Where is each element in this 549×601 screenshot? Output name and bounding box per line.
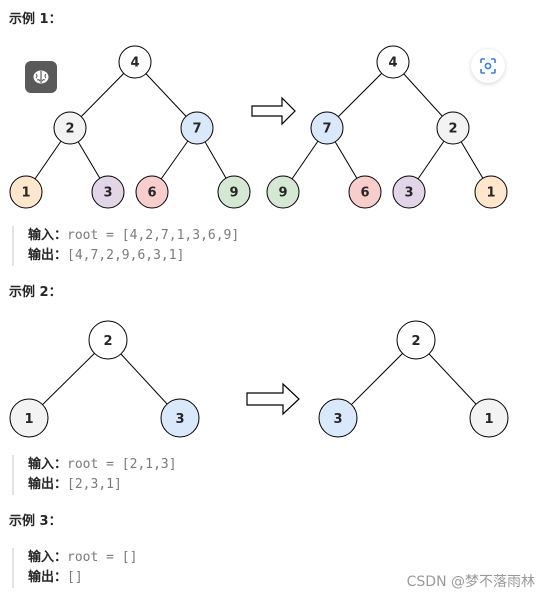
example-2-code: 输入：root = [2,1,3] 输出：[2,3,1] xyxy=(12,455,177,495)
scan-button[interactable] xyxy=(471,49,505,83)
tree-node: 2 xyxy=(88,320,128,360)
tree-node: 9 xyxy=(266,175,300,209)
input-value: root = [2,1,3] xyxy=(67,457,177,472)
tree-node: 3 xyxy=(392,175,426,209)
svg-text:2: 2 xyxy=(103,334,112,349)
svg-text:2: 2 xyxy=(448,122,457,137)
tree-node: 3 xyxy=(91,175,125,209)
tree-node: 1 xyxy=(469,398,509,438)
tree-node: 6 xyxy=(348,175,382,209)
arrow-right-icon xyxy=(251,96,296,126)
brain-button[interactable] xyxy=(25,61,57,93)
tree-node: 7 xyxy=(180,111,214,145)
tree-node: 6 xyxy=(135,175,169,209)
svg-text:3: 3 xyxy=(333,412,342,427)
svg-text:3: 3 xyxy=(103,186,112,201)
svg-text:4: 4 xyxy=(388,56,397,71)
example-1-after-nodes: 4 7 2 9 6 3 1 xyxy=(266,45,508,209)
svg-text:7: 7 xyxy=(322,122,331,137)
tree-node: 3 xyxy=(318,398,358,438)
svg-text:2: 2 xyxy=(65,122,74,137)
tree-node: 7 xyxy=(310,111,344,145)
tree-node: 3 xyxy=(160,398,200,438)
arrow-right-icon xyxy=(246,382,300,416)
input-label: 输入： xyxy=(28,457,68,472)
output-label: 输出： xyxy=(28,477,68,492)
input-line: 输入：root = [2,1,3] xyxy=(28,455,177,475)
svg-text:1: 1 xyxy=(486,186,495,201)
svg-text:7: 7 xyxy=(192,122,201,137)
tree-node: 1 xyxy=(9,175,43,209)
brain-icon xyxy=(33,70,49,84)
scan-icon xyxy=(480,58,496,74)
svg-text:3: 3 xyxy=(175,412,184,427)
output-line: 输出：[] xyxy=(28,568,137,588)
output-value: [4,7,2,9,6,3,1] xyxy=(67,248,185,263)
output-line: 输出：[2,3,1] xyxy=(28,475,177,495)
example-1-diagram: 4 2 7 1 3 6 9 4 7 2 9 6 3 1 xyxy=(9,45,508,209)
example-3-heading: 示例 3： xyxy=(9,514,62,529)
input-line: 输入：root = [] xyxy=(28,548,137,568)
svg-text:9: 9 xyxy=(229,186,238,201)
example-3-code: 输入：root = [] 输出：[] xyxy=(12,548,137,588)
svg-text:4: 4 xyxy=(130,56,139,71)
watermark: CSDN @梦不落雨林 xyxy=(406,574,535,590)
svg-text:6: 6 xyxy=(360,186,369,201)
output-label: 输出： xyxy=(28,570,68,585)
example-1-before-nodes: 4 2 7 1 3 6 9 xyxy=(9,45,251,209)
example-2-before-nodes: 2 1 3 xyxy=(9,320,200,438)
output-line: 输出：[4,7,2,9,6,3,1] xyxy=(28,246,239,266)
tree-node: 2 xyxy=(436,111,470,145)
example-2-after-nodes: 2 3 1 xyxy=(318,320,509,438)
tree-node: 1 xyxy=(9,398,49,438)
tree-node: 9 xyxy=(217,175,251,209)
svg-text:9: 9 xyxy=(278,186,287,201)
example-2-heading: 示例 2： xyxy=(9,285,62,300)
svg-text:6: 6 xyxy=(147,186,156,201)
svg-text:1: 1 xyxy=(24,412,33,427)
input-value: root = [4,2,7,1,3,6,9] xyxy=(67,228,240,243)
output-label: 输出： xyxy=(28,248,68,263)
output-value: [2,3,1] xyxy=(67,477,122,492)
svg-text:1: 1 xyxy=(484,412,493,427)
input-line: 输入：root = [4,2,7,1,3,6,9] xyxy=(28,226,239,246)
example-1-code: 输入：root = [4,2,7,1,3,6,9] 输出：[4,7,2,9,6,… xyxy=(12,226,239,266)
svg-text:1: 1 xyxy=(21,186,30,201)
svg-text:2: 2 xyxy=(411,334,420,349)
tree-node: 2 xyxy=(396,320,436,360)
svg-text:3: 3 xyxy=(404,186,413,201)
tree-node: 4 xyxy=(118,45,152,79)
input-label: 输入： xyxy=(28,228,68,243)
example-1-heading: 示例 1： xyxy=(9,12,62,27)
tree-node: 1 xyxy=(474,175,508,209)
tree-node: 2 xyxy=(53,111,87,145)
input-value: root = [] xyxy=(67,550,138,565)
tree-node: 4 xyxy=(376,45,410,79)
input-label: 输入： xyxy=(28,550,68,565)
output-value: [] xyxy=(67,570,83,585)
example-2-diagram: 2 1 3 2 3 1 xyxy=(9,320,509,438)
